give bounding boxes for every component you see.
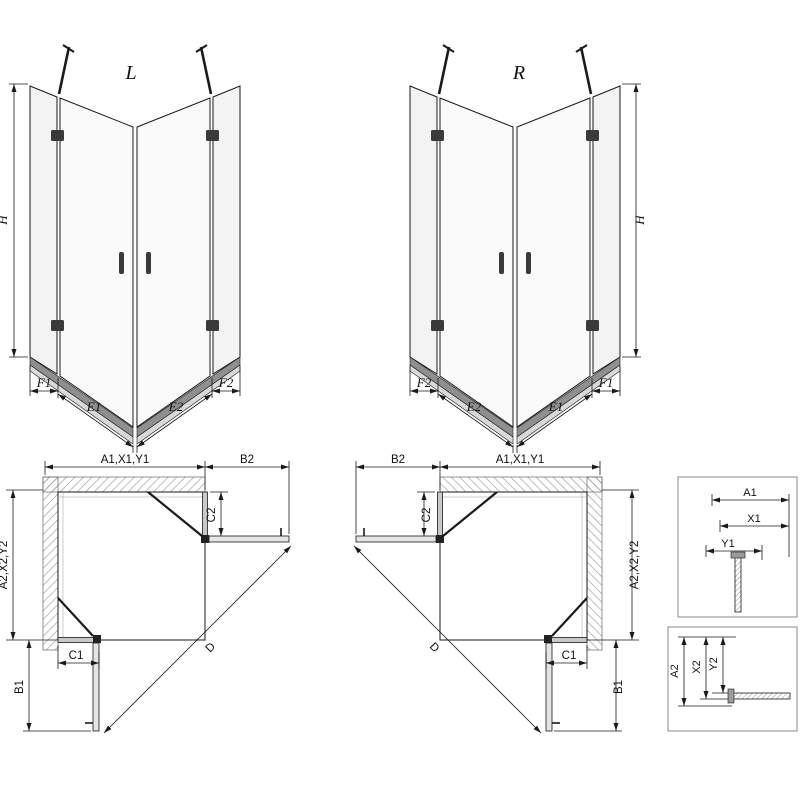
labels: L H F1 E1 E2 F2 R H F2 E2 E1 F1 A1,X1,Y1… bbox=[0, 62, 761, 694]
plan-view-right bbox=[354, 461, 639, 733]
dim-label-e2-right: E2 bbox=[466, 399, 482, 414]
plan-right-dim-c2: C2 bbox=[421, 508, 433, 523]
dim-label-f2-right: F2 bbox=[416, 375, 432, 390]
front-right-title: R bbox=[512, 62, 525, 84]
plan-left-dim-b1: B1 bbox=[14, 680, 26, 694]
plan-left-dim-a2: A2,X2,Y2 bbox=[0, 541, 10, 590]
dim-label-e1-left: E1 bbox=[86, 399, 101, 414]
plan-right-dim-c1: C1 bbox=[562, 650, 577, 662]
plan-right-dim-b1: B1 bbox=[613, 680, 625, 694]
detail-top-label-y1: Y1 bbox=[721, 538, 734, 550]
plan-left-dim-a1: A1,X1,Y1 bbox=[101, 454, 150, 466]
dim-label-f1-right: F1 bbox=[598, 375, 613, 390]
dim-label-h-right: H bbox=[632, 215, 647, 226]
detail-bottom-label-y2: Y2 bbox=[708, 657, 720, 670]
dim-label-f1-left: F1 bbox=[36, 375, 51, 390]
plan-right-dim-a1: A1,X1,Y1 bbox=[496, 454, 545, 466]
front-view-left bbox=[9, 45, 240, 453]
plan-right-dim-b2: B2 bbox=[391, 454, 405, 466]
plan-right-dim-a2: A2,X2,Y2 bbox=[629, 541, 641, 590]
dim-label-h-left: H bbox=[0, 215, 10, 226]
front-left-title: L bbox=[124, 62, 136, 84]
plan-right-dim-d: D bbox=[427, 641, 441, 655]
plan-left-dim-d: D bbox=[204, 641, 218, 655]
dim-label-e2-left: E2 bbox=[168, 399, 184, 414]
detail-view-bottom bbox=[667, 626, 798, 732]
plan-left-dim-c2: C2 bbox=[206, 508, 218, 523]
dim-label-e1-right: E1 bbox=[548, 399, 563, 414]
front-view-right bbox=[410, 45, 641, 453]
dim-label-f2-left: F2 bbox=[218, 375, 234, 390]
plan-left-dim-b2: B2 bbox=[240, 454, 254, 466]
detail-top-label-a1: A1 bbox=[743, 487, 756, 499]
plan-view-left bbox=[6, 461, 291, 733]
plan-left-dim-c1: C1 bbox=[69, 650, 84, 662]
detail-bottom-label-a2: A2 bbox=[669, 664, 681, 677]
detail-view-top bbox=[677, 476, 798, 618]
detail-top-label-x1: X1 bbox=[747, 513, 760, 525]
detail-bottom-label-x2: X2 bbox=[691, 660, 703, 673]
